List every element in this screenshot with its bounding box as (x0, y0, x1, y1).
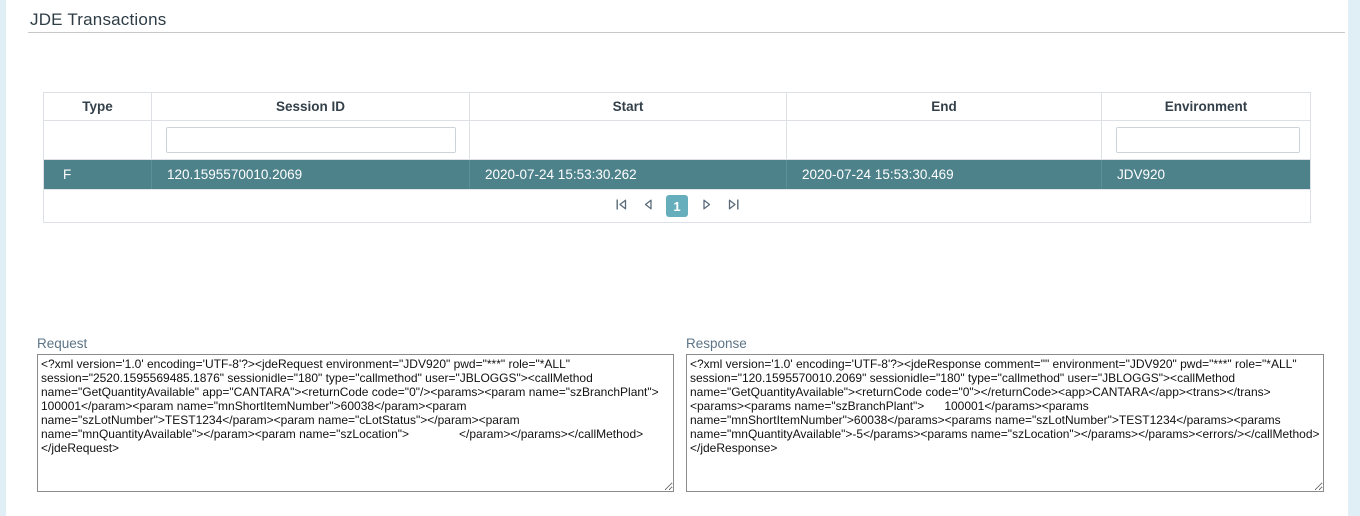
column-header-start: Start (469, 92, 787, 121)
transactions-table: Type Session ID Start End Environment (43, 92, 1311, 223)
next-page-icon (699, 197, 714, 215)
last-page-button[interactable] (724, 197, 742, 215)
last-page-icon (726, 197, 741, 215)
column-header-session-id: Session ID (151, 92, 470, 121)
cell-type: F (43, 159, 152, 190)
table-filter-row (43, 120, 1311, 160)
next-page-button[interactable] (697, 197, 715, 215)
filter-cell-environment (1101, 120, 1311, 160)
filter-cell-start (469, 120, 787, 160)
first-page-icon (614, 197, 629, 215)
table-row-selected[interactable]: F 120.1595570010.2069 2020-07-24 15:53:3… (43, 159, 1311, 190)
column-header-end: End (786, 92, 1102, 121)
filter-cell-session-id (151, 120, 470, 160)
response-label: Response (686, 336, 747, 351)
paginator: 1 (45, 195, 1310, 217)
cell-session-id: 120.1595570010.2069 (151, 159, 470, 190)
first-page-button[interactable] (612, 197, 630, 215)
title-bar: JDE Transactions (28, 0, 1345, 33)
paginator-cell: 1 (43, 189, 1311, 223)
previous-page-button[interactable] (639, 197, 657, 215)
page-title: JDE Transactions (30, 10, 167, 29)
cell-environment: JDV920 (1101, 159, 1311, 190)
current-page-button[interactable]: 1 (666, 195, 688, 217)
filter-cell-type (43, 120, 152, 160)
content-area: JDE Transactions Type Session ID Start E… (6, 0, 1348, 516)
environment-filter-input[interactable] (1116, 127, 1300, 153)
request-textarea[interactable]: <?xml version='1.0' encoding='UTF-8'?><j… (37, 354, 674, 492)
response-textarea[interactable]: <?xml version='1.0' encoding='UTF-8'?><j… (686, 354, 1324, 492)
request-label: Request (37, 336, 88, 351)
filter-cell-end (786, 120, 1102, 160)
session-id-filter-input[interactable] (166, 127, 456, 153)
table-header-row: Type Session ID Start End Environment (43, 92, 1311, 121)
paginator-row: 1 (43, 189, 1311, 223)
cell-start: 2020-07-24 15:53:30.262 (469, 159, 787, 190)
column-header-type: Type (43, 92, 152, 121)
column-header-environment: Environment (1101, 92, 1311, 121)
cell-end: 2020-07-24 15:53:30.469 (786, 159, 1102, 190)
previous-page-icon (641, 197, 656, 215)
